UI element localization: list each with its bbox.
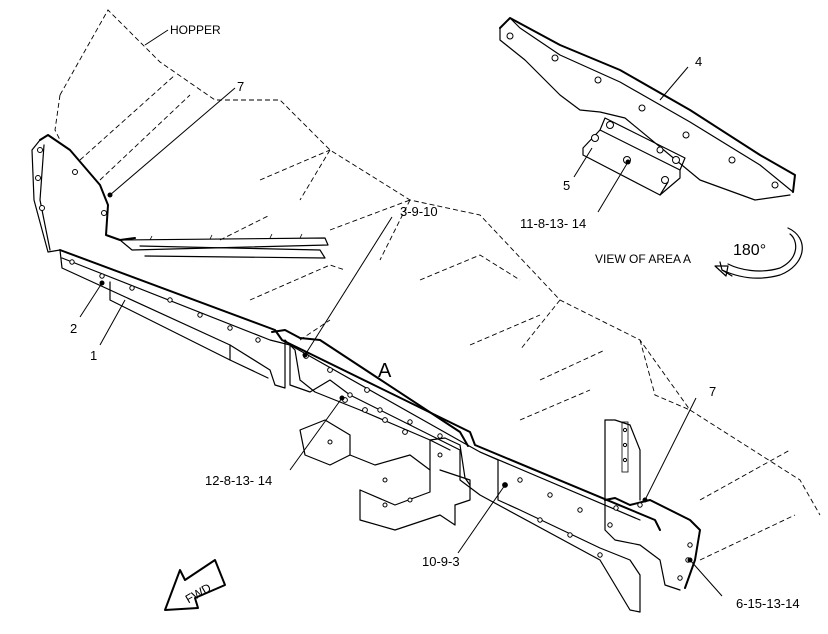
hopper-outline <box>54 9 821 561</box>
view-of-area-a-label: VIEW OF AREA A <box>595 252 691 266</box>
callout-2: 2 <box>70 321 77 336</box>
callout-hopper: HOPPER <box>170 23 221 37</box>
callout-4: 4 <box>695 54 702 69</box>
callout-7-right: 7 <box>709 384 716 399</box>
callout-5: 5 <box>563 178 570 193</box>
callout-10-9-3: 10-9-3 <box>422 554 460 569</box>
callout-11-8-13-14: 11-8-13- 14 <box>520 216 586 231</box>
left-end-plate <box>31 134 136 253</box>
fwd-label: FWD <box>183 580 214 606</box>
leader-dots <box>99 159 693 563</box>
callout-3-9-10: 3-9-10 <box>400 204 438 219</box>
callout-1: 1 <box>90 348 97 363</box>
long-side-rail <box>59 249 661 613</box>
lower-brackets <box>299 419 471 531</box>
detail-view-area-a <box>499 17 796 201</box>
forward-arrow-icon <box>164 559 226 611</box>
rotation-arrow-icon <box>714 227 803 279</box>
callout-12-8-13-14: 12-8-13- 14 <box>205 473 272 488</box>
rotation-label: 180° <box>733 242 766 259</box>
leader-lines <box>79 29 723 597</box>
callout-area-a: A <box>378 360 392 382</box>
callout-6-15-13-14: 6-15-13-14 <box>736 596 800 611</box>
upper-bracket-strip <box>119 233 329 259</box>
callout-7-top: 7 <box>237 79 244 94</box>
detail-small-plate <box>582 117 686 196</box>
